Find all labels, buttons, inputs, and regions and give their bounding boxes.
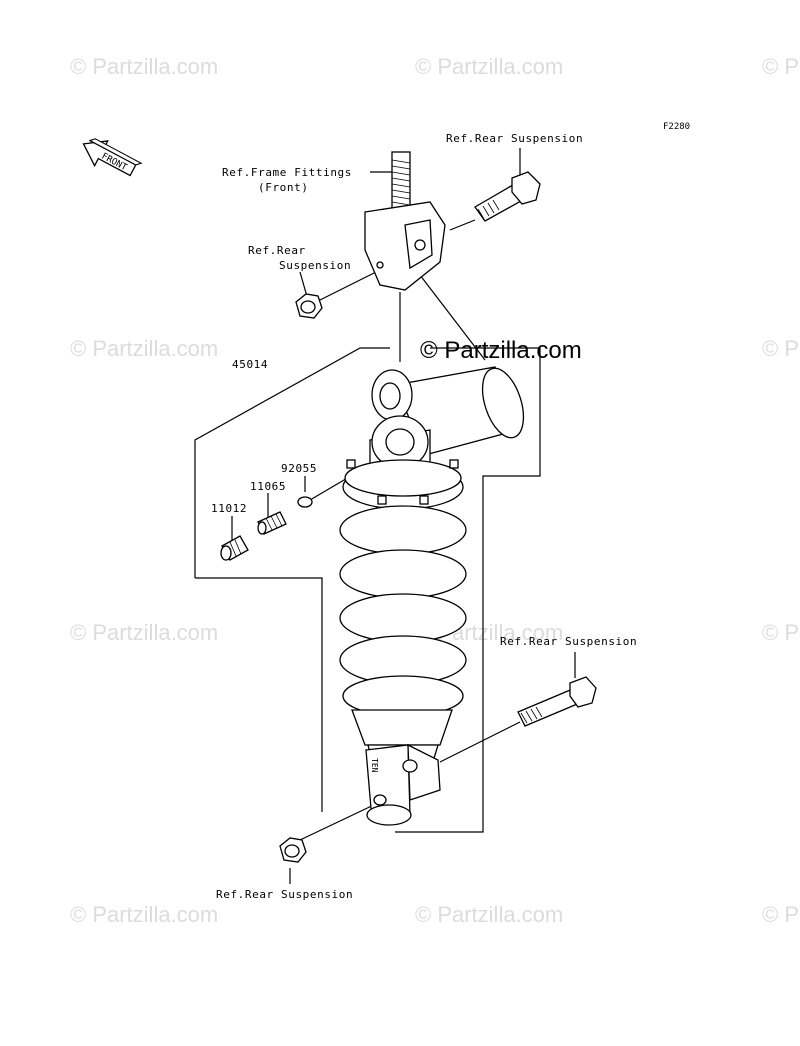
labels: Ref.Frame Fittings (Front) Ref.Rear Susp… (211, 132, 637, 901)
valve (257, 511, 287, 535)
watermark: © Partzilla.com (70, 336, 218, 361)
upper-nut (295, 293, 323, 319)
part-number-11012: 11012 (211, 502, 247, 515)
part-number-92055: 92055 (281, 462, 317, 475)
watermark: © Partzilla.com (415, 902, 563, 927)
label-rear-suspension-bottom: Ref.Rear Suspension (216, 888, 353, 901)
watermark: © Partzilla.com (762, 620, 800, 645)
label-rear-suspension-left-2: Suspension (279, 259, 351, 272)
lower-bolt (517, 676, 597, 727)
shock-lower-body: TEN (351, 709, 453, 826)
watermark: © Partzilla.com (762, 902, 800, 927)
label-frame-fittings: Ref.Frame Fittings (222, 166, 352, 179)
upper-bolt (474, 171, 541, 222)
figure-code: F2280 (663, 122, 690, 132)
watermark: © Partzilla.com (762, 336, 800, 361)
assembly-bracket (194, 347, 541, 833)
watermark: © Partzilla.com (415, 54, 563, 79)
main-watermark: © Partzilla.com (420, 337, 582, 364)
part-number-11065: 11065 (250, 480, 286, 493)
valve-cap (220, 535, 249, 561)
watermark: © Partzilla.com (70, 620, 218, 645)
shock-body-text: TEN (370, 758, 379, 773)
lower-nut (279, 837, 307, 863)
watermark: © Partzilla.com (762, 54, 800, 79)
watermark: © Partzilla.com (70, 902, 218, 927)
watermark-layer: © Partzilla.com © Partzilla.com © Partzi… (70, 54, 800, 927)
upper-mount-bracket (364, 201, 446, 291)
part-number-45014: 45014 (232, 358, 268, 371)
o-ring (297, 496, 313, 508)
label-rear-suspension-left: Ref.Rear (248, 244, 306, 257)
label-rear-suspension-top: Ref.Rear Suspension (446, 132, 583, 145)
label-rear-suspension-right: Ref.Rear Suspension (500, 635, 637, 648)
label-frame-fittings-front: (Front) (258, 181, 309, 194)
front-arrow-icon: FRONT (82, 138, 143, 177)
spring-collar (342, 459, 464, 510)
watermark: © Partzilla.com (70, 54, 218, 79)
coil-spring (339, 505, 467, 717)
